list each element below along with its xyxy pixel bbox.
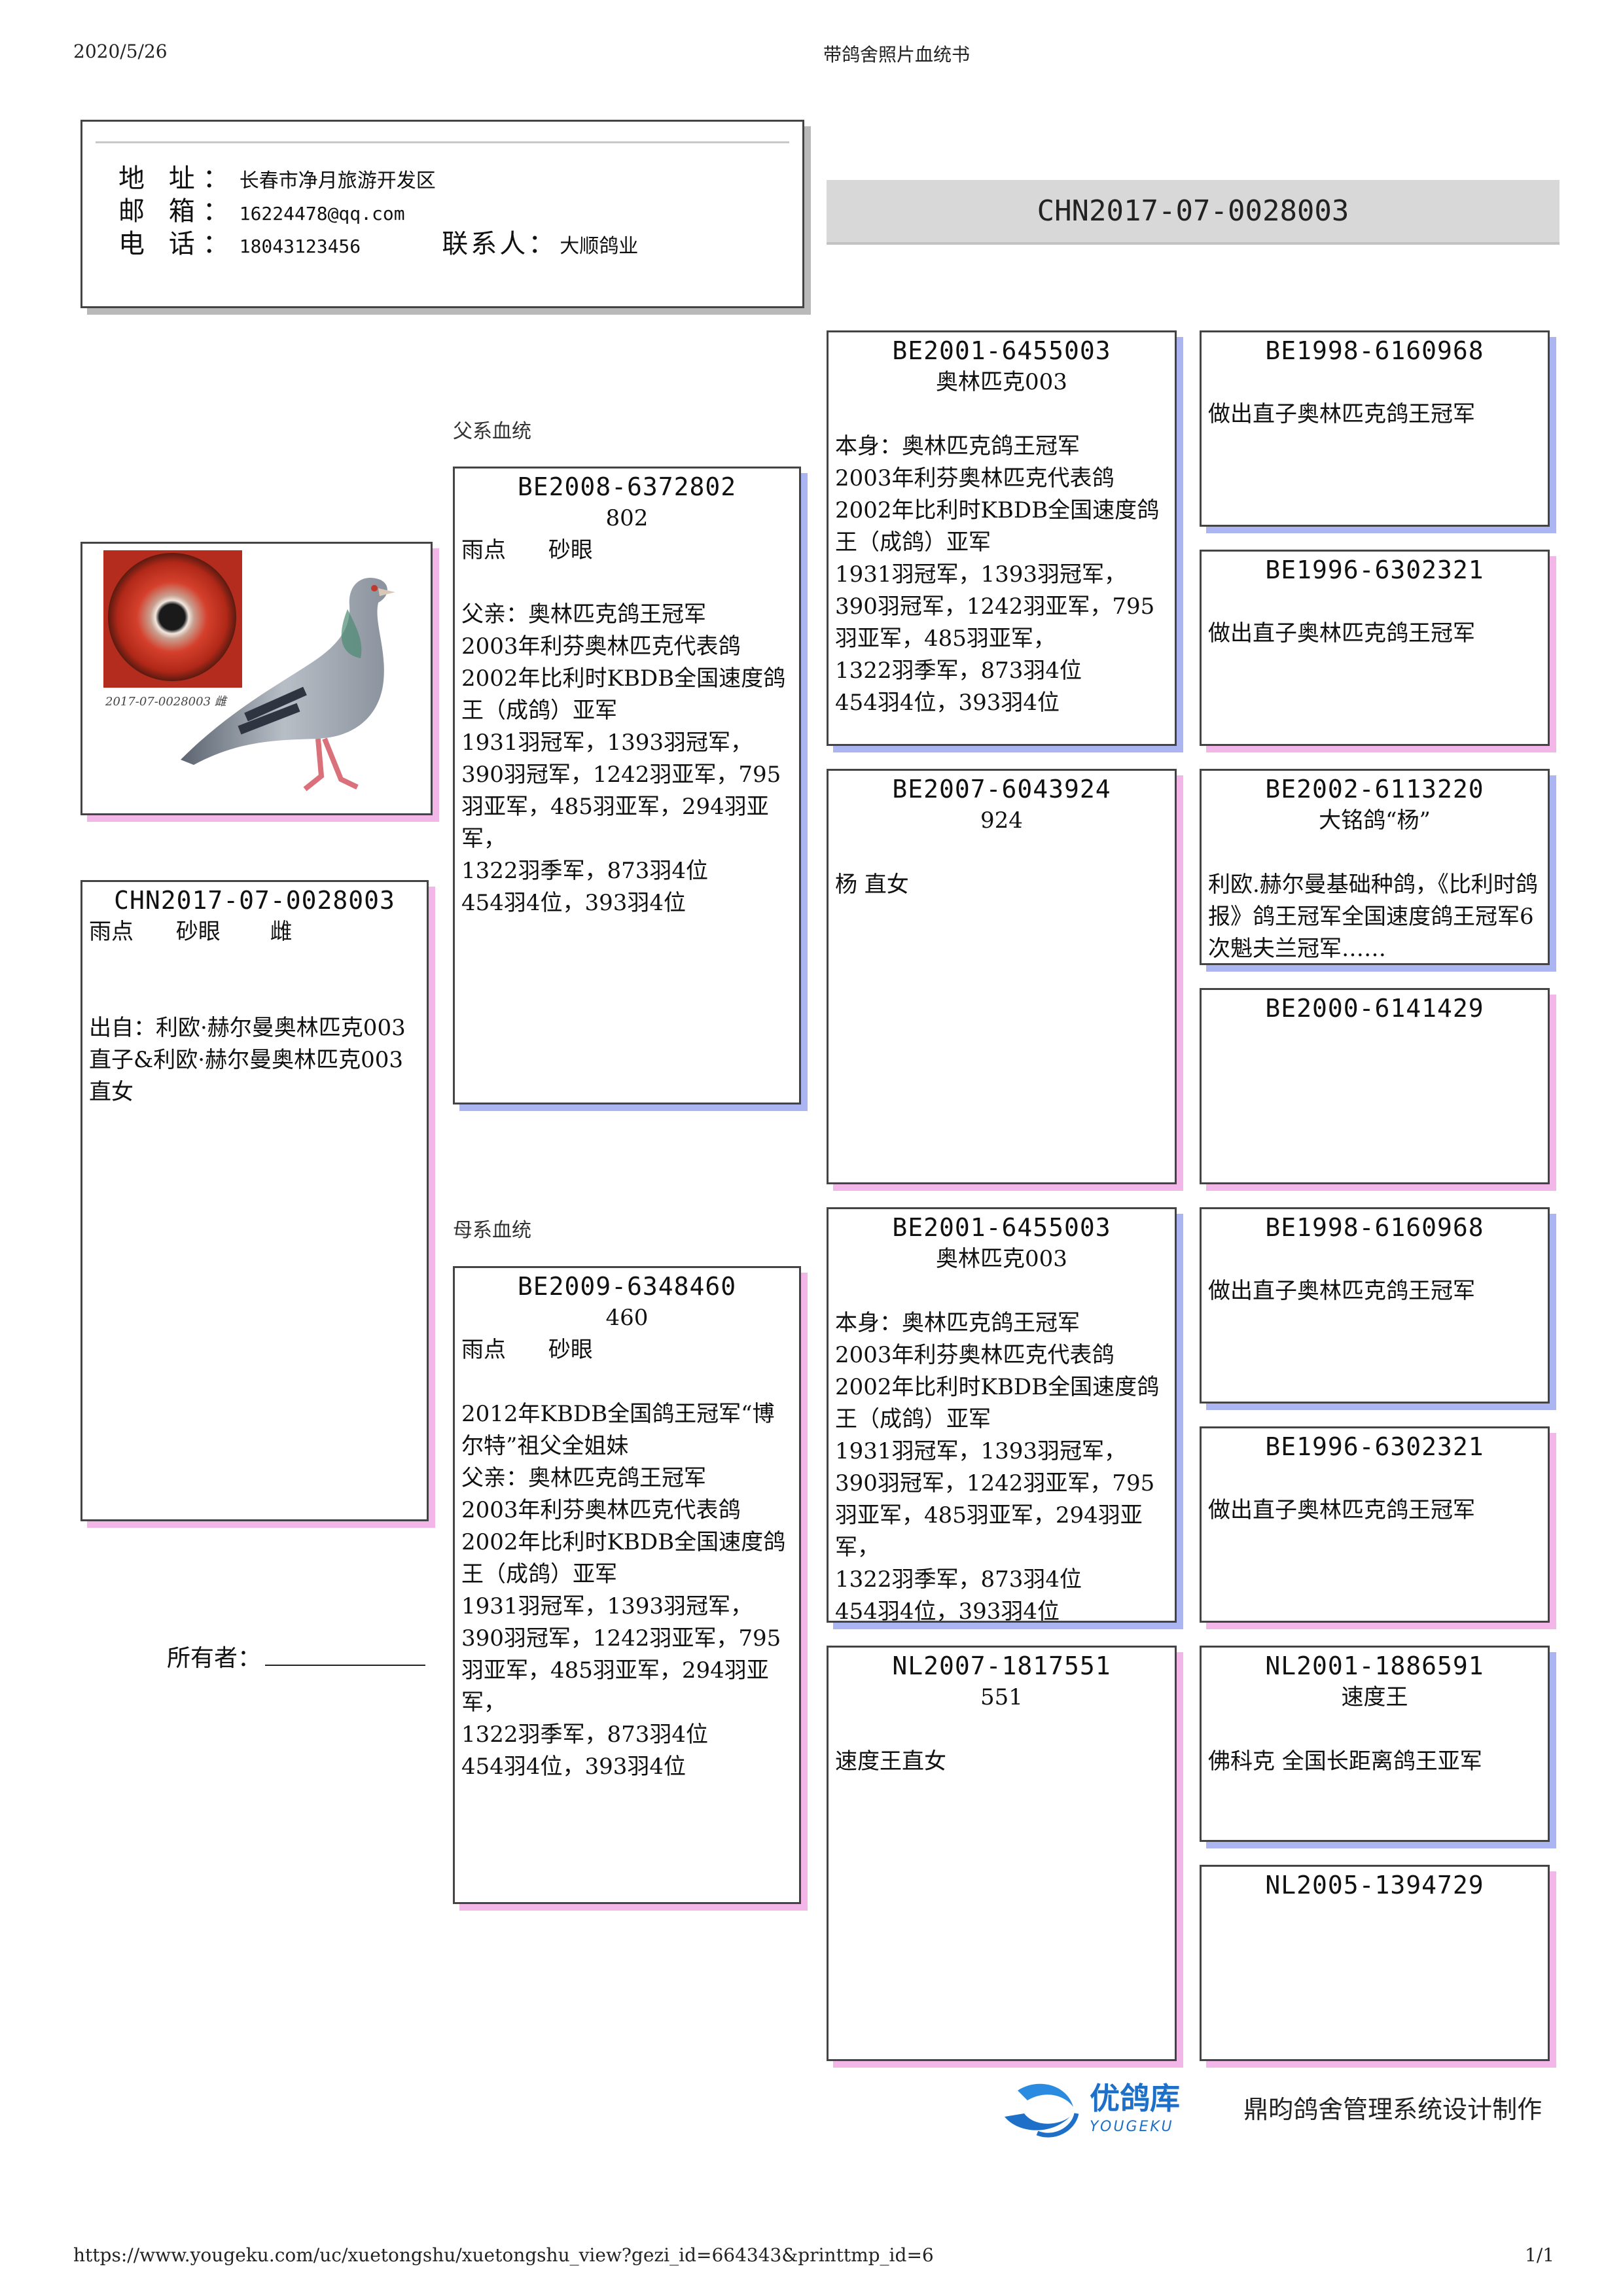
owner-field: 所有者： xyxy=(167,1639,426,1673)
gen3-ring: BE1998-6160968 xyxy=(1265,336,1484,365)
gen3-name: 大铭鸽“杨” xyxy=(1319,807,1431,834)
gen3-card-2: BE1996-6302321 做出直子奥林匹克鸽王冠军 xyxy=(1200,550,1550,746)
address-row: 地 址：长春市净月旅游开发区 xyxy=(118,157,436,195)
dam-section-label: 母系血统 xyxy=(453,1219,531,1242)
pigeon-illustration: 2017-07-0028003 雌 xyxy=(103,550,395,792)
gen3-ring: BE1998-6160968 xyxy=(1265,1213,1484,1242)
page-number: 1/1 xyxy=(1525,2244,1555,2266)
gen3-desc: 做出直子奥林匹克鸽王冠军 xyxy=(1208,1497,1475,1523)
gen3-ring: BE2002-6113220 xyxy=(1265,775,1484,804)
grandsire-maternal-card: BE2001-6455003 奥林匹克003 本身：奥林匹克鸽王冠军 2003年… xyxy=(827,1207,1177,1623)
email-row: 邮 箱：16224478@qq.com xyxy=(118,190,405,228)
gen2-ring: BE2001-6455003 xyxy=(892,1213,1111,1242)
email-label: 邮 箱： xyxy=(118,196,237,226)
contact-rule xyxy=(96,141,789,143)
gen3-desc: 做出直子奥林匹克鸽王冠军 xyxy=(1208,1278,1475,1304)
subject-traits: 雨点 砂眼 雌 xyxy=(89,919,293,945)
gen3-name: 速度王 xyxy=(1341,1684,1408,1710)
dam-name: 460 xyxy=(605,1305,649,1331)
yougeku-logo-icon: 优鸽库 YOUGEKU xyxy=(1005,2081,1180,2138)
owner-signature-line xyxy=(265,1665,426,1666)
document-title: 带鸽舍照片血统书 xyxy=(823,44,971,65)
gen3-card-1: BE1998-6160968 做出直子奥林匹克鸽王冠军 xyxy=(1200,330,1550,527)
address-label: 地 址： xyxy=(118,164,237,194)
sire-desc: 父亲：奥林匹克鸽王冠军 2003年利芬奥林匹克代表鸽 2002年比利时KBDB全… xyxy=(461,601,786,916)
gen3-ring: BE1996-6302321 xyxy=(1265,1432,1484,1461)
brand-credit: 鼎昀鸽舍管理系统设计制作 xyxy=(1243,2094,1543,2124)
contact-value: 大顺鸽业 xyxy=(560,235,639,258)
main-ring-number: CHN2017-07-0028003 xyxy=(827,180,1560,245)
contact-label: 联系人： xyxy=(442,229,558,259)
dam-card: BE2009-6348460 460 雨点 砂眼 2012年KBDB全国鸽王冠军… xyxy=(453,1266,801,1904)
dam-ring: BE2009-6348460 xyxy=(517,1272,737,1301)
sire-traits: 雨点 砂眼 xyxy=(461,537,593,563)
gen2-name: 924 xyxy=(980,807,1023,834)
gen2-ring: BE2007-6043924 xyxy=(892,775,1111,804)
owner-label: 所有者： xyxy=(167,1645,262,1672)
gen3-card-6: BE1996-6302321 做出直子奥林匹克鸽王冠军 xyxy=(1200,1426,1550,1623)
gen2-name: 551 xyxy=(980,1684,1023,1710)
dam-desc: 2012年KBDB全国鸽王冠军“博尔特”祖父全姐妹 父亲：奥林匹克鸽王冠军 20… xyxy=(461,1401,786,1780)
gen3-card-5: BE1998-6160968 做出直子奥林匹克鸽王冠军 xyxy=(1200,1207,1550,1404)
gen3-desc: 做出直子奥林匹克鸽王冠军 xyxy=(1208,401,1475,427)
gen3-ring: NL2001-1886591 xyxy=(1265,1651,1484,1680)
gen3-card-3: BE2002-6113220 大铭鸽“杨” 利欧.赫尔曼基础种鸽，《比利时鸽报》… xyxy=(1200,769,1550,965)
eye-closeup-icon xyxy=(108,553,236,681)
gen3-ring: BE1996-6302321 xyxy=(1265,556,1484,584)
phone-value: 18043123456 xyxy=(239,236,361,257)
subject-card: CHN2017-07-0028003 雨点 砂眼 雌 出自：利欧·赫尔曼奥林匹克… xyxy=(80,880,429,1521)
email-value: 16224478@qq.com xyxy=(239,203,405,224)
gen2-desc: 本身：奥林匹克鸽王冠军 2003年利芬奥林匹克代表鸽 2002年比利时KBDB全… xyxy=(835,1310,1160,1623)
gen2-name: 奥林匹克003 xyxy=(936,1246,1067,1272)
logo-text-cn: 优鸽库 xyxy=(1090,2081,1180,2116)
gen3-ring: NL2005-1394729 xyxy=(1265,1871,1484,1899)
gen3-desc: 利欧.赫尔曼基础种鸽，《比利时鸽报》鸽王冠军全国速度鸽王冠军6次魁夫兰冠军…… xyxy=(1208,872,1538,962)
gen2-desc: 本身：奥林匹克鸽王冠军 2003年利芬奥林匹克代表鸽 2002年比利时KBDB全… xyxy=(835,433,1160,716)
sire-name: 802 xyxy=(605,505,649,531)
brand-footer: 优鸽库 YOUGEKU 鼎昀鸽舍管理系统设计制作 xyxy=(998,2071,1542,2143)
subject-ring: CHN2017-07-0028003 xyxy=(114,886,395,915)
gen3-desc: 佛科克 全国长距离鸽王亚军 xyxy=(1208,1748,1482,1775)
logo-text-en: YOUGEKU xyxy=(1090,2119,1174,2135)
gen2-desc: 速度王直女 xyxy=(835,1748,946,1775)
grandsire-paternal-card: BE2001-6455003 奥林匹克003 本身：奥林匹克鸽王冠军 2003年… xyxy=(827,330,1177,746)
pigeon-photo: 2017-07-0028003 雌 xyxy=(80,542,433,815)
granddam-paternal-card: BE2007-6043924 924 杨 直女 xyxy=(827,769,1177,1184)
gen3-card-8: NL2005-1394729 xyxy=(1200,1865,1550,2061)
photo-caption: 2017-07-0028003 雌 xyxy=(105,695,228,709)
address-value: 长春市净月旅游开发区 xyxy=(239,169,436,192)
gen3-card-7: NL2001-1886591 速度王 佛科克 全国长距离鸽王亚军 xyxy=(1200,1646,1550,1842)
dam-traits: 雨点 砂眼 xyxy=(461,1337,593,1363)
gen2-desc: 杨 直女 xyxy=(835,872,909,898)
contact-box: 地 址：长春市净月旅游开发区 邮 箱：16224478@qq.com 电 话：1… xyxy=(80,120,804,308)
sire-card: BE2008-6372802 802 雨点 砂眼 父亲：奥林匹克鸽王冠军 200… xyxy=(453,467,801,1104)
gen3-card-4: BE2000-6141429 xyxy=(1200,988,1550,1184)
granddam-maternal-card: NL2007-1817551 551 速度王直女 xyxy=(827,1646,1177,2061)
gen2-name: 奥林匹克003 xyxy=(936,369,1067,395)
phone-row: 电 话：18043123456 联系人：大顺鸽业 xyxy=(118,222,638,260)
sire-ring: BE2008-6372802 xyxy=(517,472,737,501)
gen2-ring: NL2007-1817551 xyxy=(892,1651,1111,1680)
print-date: 2020/5/26 xyxy=(73,41,168,62)
gen2-ring: BE2001-6455003 xyxy=(892,336,1111,365)
gen3-desc: 做出直子奥林匹克鸽王冠军 xyxy=(1208,620,1475,646)
gen3-ring: BE2000-6141429 xyxy=(1265,994,1484,1023)
sire-section-label: 父系血统 xyxy=(453,420,531,443)
subject-desc: 出自：利欧·赫尔曼奥林匹克003直子&利欧·赫尔曼奥林匹克003直女 xyxy=(89,1015,406,1105)
print-url: https://www.yougeku.com/uc/xuetongshu/xu… xyxy=(73,2244,934,2266)
phone-label: 电 话： xyxy=(118,229,237,259)
pigeon-icon xyxy=(181,577,387,765)
